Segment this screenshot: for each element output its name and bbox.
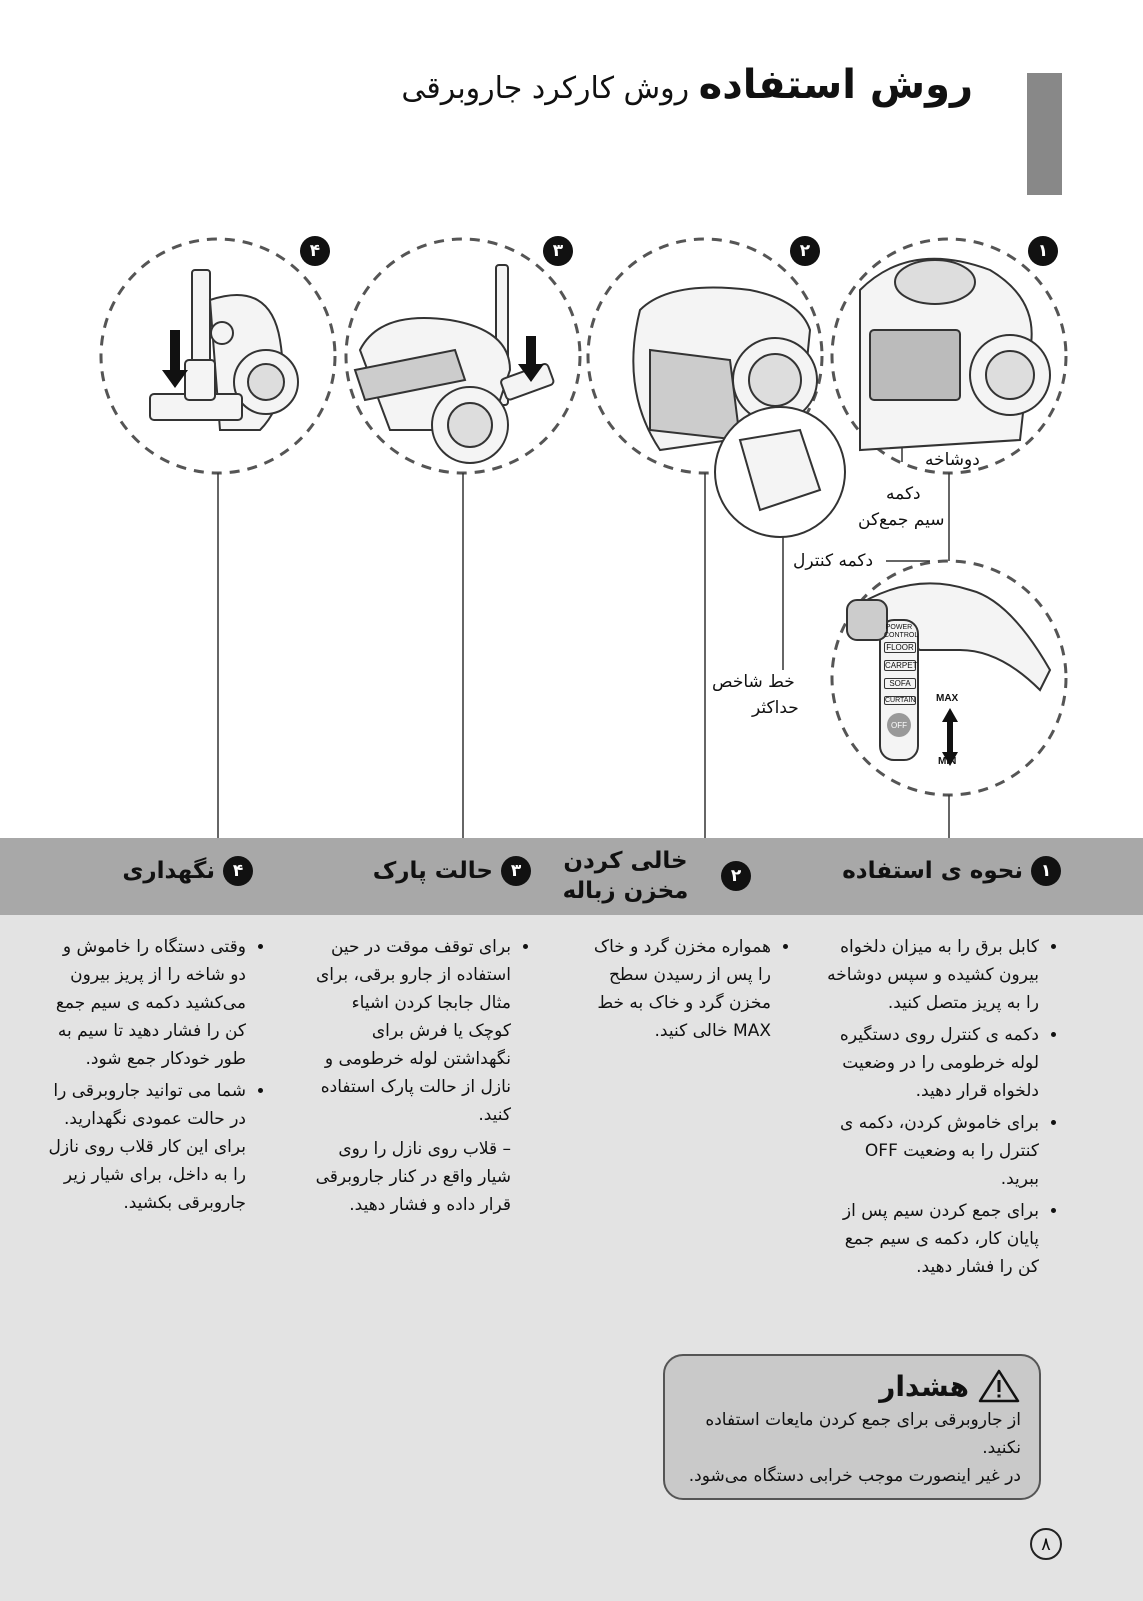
callout-plug: دوشاخه — [925, 450, 980, 470]
col4-badge: ۴ — [223, 856, 253, 886]
power-control-label: POWER CONTROL — [884, 624, 919, 639]
col3-title-text: حالت پارک — [372, 858, 493, 884]
callout-control-button: دکمه کنترل — [793, 551, 874, 571]
off-button-label: OFF — [887, 713, 911, 737]
warning-title: هشدار — [879, 1369, 969, 1403]
col4-bullet: شما می توانید جاروبرقی را در حالت عمودی … — [48, 1077, 246, 1217]
section-side-tab — [1027, 73, 1062, 195]
page-title-bold: روش استفاده — [698, 62, 973, 108]
col2-title: ۲ خالی کردن مخزن زباله — [531, 846, 751, 906]
illustration-area: ۱ ۲ ۳ ۴ دوشاخه دکمه سیم جمع‌کن دکمه کنتر… — [0, 230, 1143, 838]
page-title-rest: روش کارکرد جاروبرقی — [401, 71, 690, 106]
step3-badge: ۳ — [543, 236, 573, 266]
col1-bullet: دکمه ی کنترل روی دستگیره لوله خرطومی را … — [826, 1021, 1039, 1105]
callout-cord-button-2: سیم جمع‌کن — [858, 510, 945, 530]
col2-badge: ۲ — [721, 861, 751, 891]
col1-title-text: نحوه ی استفاده — [842, 858, 1023, 884]
step2-badge: ۲ — [790, 236, 820, 266]
warning-line-2: در غیر اینصورت موجب خرابی دستگاه می‌شود. — [688, 1466, 1021, 1486]
content-area: کابل برق را به میزان دلخواه بیرون کشیده … — [0, 915, 1143, 1601]
warning-header: هشدار — [679, 1368, 1021, 1404]
warning-box: هشدار از جاروبرقی برای جمع کردن مایعات ا… — [663, 1354, 1041, 1500]
warning-triangle-icon — [978, 1369, 1020, 1403]
section-title-band — [0, 838, 1143, 915]
col2-content: همواره مخزن گرد و خاک را پس از رسیدن سطح… — [593, 933, 793, 1049]
floor-button-label: FLOOR — [884, 642, 916, 653]
step1-badge: ۱ — [1028, 236, 1058, 266]
col1-badge: ۱ — [1031, 856, 1061, 886]
page-title: روش استفاده روش کارکرد جاروبرقی — [401, 62, 973, 108]
step1-vacuum-drawing — [859, 257, 1051, 452]
col3-sub-item: – قلاب روی نازل را روی شیار واقع در کنار… — [315, 1139, 511, 1215]
col1-bullet: کابل برق را به میزان دلخواه بیرون کشیده … — [826, 933, 1039, 1017]
arrow-down-icon — [518, 336, 544, 382]
step4-badge: ۴ — [300, 236, 330, 266]
col3-badge: ۳ — [501, 856, 531, 886]
step2-vacuum-drawing — [632, 286, 846, 538]
col3-content: برای توقف موقت در حین استفاده از جارو بر… — [308, 933, 533, 1219]
col1-title: ۱ نحوه ی استفاده — [842, 856, 1061, 886]
warning-body: از جاروبرقی برای جمع کردن مایعات استفاده… — [679, 1406, 1021, 1490]
step4-vacuum-drawing — [149, 269, 299, 431]
col4-content: وقتی دستگاه را خاموش و دو شاخه را از پری… — [48, 933, 268, 1221]
col4-title-text: نگهداری — [122, 858, 215, 884]
sofa-button-label: SOFA — [884, 678, 916, 689]
col4-title: ۴ نگهداری — [122, 856, 253, 886]
illustrations-svg — [99, 237, 1068, 838]
page-number: ۸ — [1030, 1528, 1062, 1560]
col1-bullet: برای خاموش کردن، دکمه ی کنترل را به وضعی… — [826, 1109, 1039, 1193]
max-label: MAX — [936, 693, 959, 704]
col3-title: ۳ حالت پارک — [373, 856, 531, 886]
max-min-arrow-icon — [942, 708, 958, 766]
callout-max-line-1: خط شاخص — [712, 672, 795, 692]
col2-title-text: خالی کردن مخزن زباله — [562, 848, 689, 904]
col1-bullet: برای جمع کردن سیم پس از پایان کار، دکمه … — [826, 1197, 1039, 1281]
min-label: MIN — [938, 756, 957, 767]
warning-line-1: از جاروبرقی برای جمع کردن مایعات استفاده… — [705, 1410, 1021, 1458]
arrow-down-icon — [162, 330, 188, 388]
callout-cord-button-1: دکمه — [886, 484, 921, 504]
carpet-button-label: CARPET — [884, 660, 918, 671]
col1-content: کابل برق را به میزان دلخواه بیرون کشیده … — [826, 933, 1061, 1285]
step3-vacuum-drawing — [353, 264, 555, 464]
col4-bullet: وقتی دستگاه را خاموش و دو شاخه را از پری… — [48, 933, 246, 1073]
col3-bullet: برای توقف موقت در حین استفاده از جارو بر… — [308, 933, 511, 1129]
callout-max-line-2: حداکثر — [752, 698, 799, 718]
curtain-button-label: CURTAIN — [884, 696, 916, 705]
col2-bullet: همواره مخزن گرد و خاک را پس از رسیدن سطح… — [593, 933, 771, 1045]
